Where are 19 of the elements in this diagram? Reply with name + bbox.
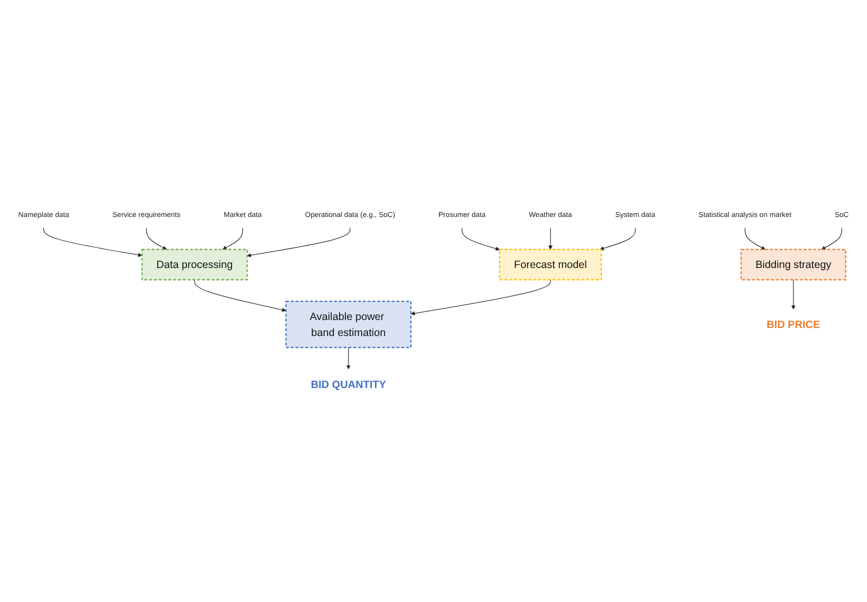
arrow: [791, 279, 796, 310]
arrow: [548, 228, 553, 250]
node-box: Forecast model: [499, 248, 602, 280]
arrow: [146, 228, 167, 250]
node-text: BID QUANTITY: [310, 378, 386, 390]
arrow: [410, 279, 551, 316]
arrow: [821, 228, 842, 250]
arrow: [222, 228, 244, 250]
node-text: BID PRICE: [766, 318, 820, 330]
arrow: [194, 279, 286, 312]
arrow: [462, 228, 500, 251]
node-box: Bidding strategy: [740, 248, 846, 280]
arrow: [247, 228, 350, 258]
node-box: Data processing: [141, 248, 248, 280]
arrow: [346, 347, 351, 370]
arrow: [43, 228, 142, 257]
arrow: [744, 228, 766, 250]
arrow: [600, 228, 636, 250]
node-box: Available power band estimation: [285, 300, 412, 348]
